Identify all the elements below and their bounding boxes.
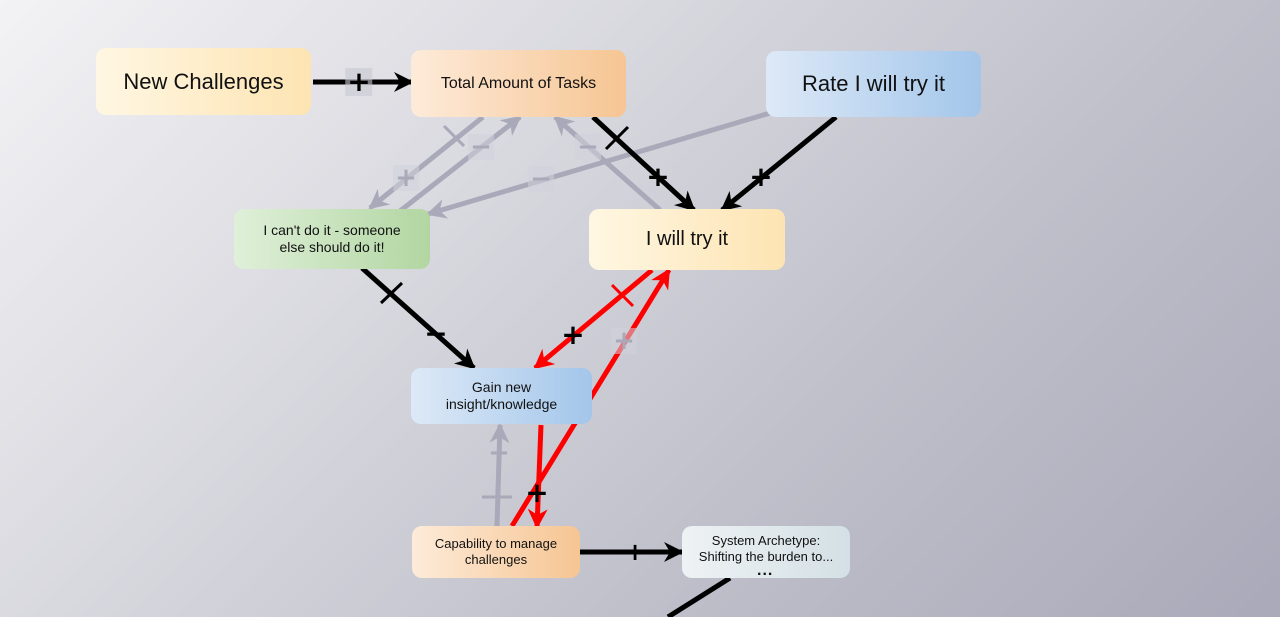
link-archetype-continuation <box>666 575 732 617</box>
node-rate-i-will-try-it[interactable]: Rate I will try it <box>766 51 981 117</box>
delay-mark-cant-do-insight <box>379 281 404 305</box>
node-system-archetype[interactable]: System Archetype: Shifting the burden to… <box>682 526 850 578</box>
link-tasks-to-will-try[interactable] <box>591 115 696 212</box>
polarity-rate-cant-do: − <box>528 164 554 194</box>
archetype-ellipsis: ... <box>757 562 774 579</box>
polarity-new-challenges-tasks: + <box>345 65 373 98</box>
link-rate-to-cant-do[interactable] <box>426 110 771 219</box>
node-cant-do-it[interactable]: I can't do it - someone else should do i… <box>234 209 430 269</box>
delay-mark-will-try-insight <box>610 283 635 308</box>
polarity-tasks-will-try: + <box>646 160 670 193</box>
link-will-try-to-insight[interactable] <box>533 268 654 370</box>
node-capability-to-manage-challenges[interactable]: Capability to manage challenges <box>412 526 580 578</box>
link-cant-do-to-insight[interactable] <box>360 266 476 370</box>
delay-mark-tasks-will-try <box>604 125 630 151</box>
polarity-capability-will-try: + <box>611 326 637 356</box>
link-insight-to-capability[interactable] <box>527 424 548 529</box>
polarity-rate-will-try: + <box>749 160 773 193</box>
polarity-tasks-cant-do: + <box>393 163 419 193</box>
link-capability-to-insight[interactable] <box>489 423 510 527</box>
link-tasks-to-cant-do[interactable] <box>368 115 485 210</box>
delay-mark-tasks-cant-do <box>442 124 466 148</box>
link-will-try-to-tasks[interactable] <box>553 115 662 212</box>
polarity-capability-insight: + <box>488 438 510 468</box>
polarity-cant-do-insight: − <box>424 317 448 350</box>
link-rate-to-will-try[interactable] <box>720 115 838 212</box>
polarity-cant-do-tasks: − <box>468 132 494 162</box>
polarity-will-try-insight: + <box>561 318 585 351</box>
node-new-challenges[interactable]: New Challenges <box>96 48 311 115</box>
polarity-capability-archetype: + <box>624 538 646 566</box>
node-i-will-try-it[interactable]: I will try it <box>589 209 785 270</box>
polarity-will-try-tasks: − <box>575 132 601 162</box>
node-total-amount-of-tasks[interactable]: Total Amount of Tasks <box>411 50 626 117</box>
link-cant-do-to-tasks[interactable] <box>398 115 522 213</box>
polarity-insight-capability: + <box>525 476 549 509</box>
node-gain-new-insight[interactable]: Gain new insight/knowledge <box>411 368 592 424</box>
